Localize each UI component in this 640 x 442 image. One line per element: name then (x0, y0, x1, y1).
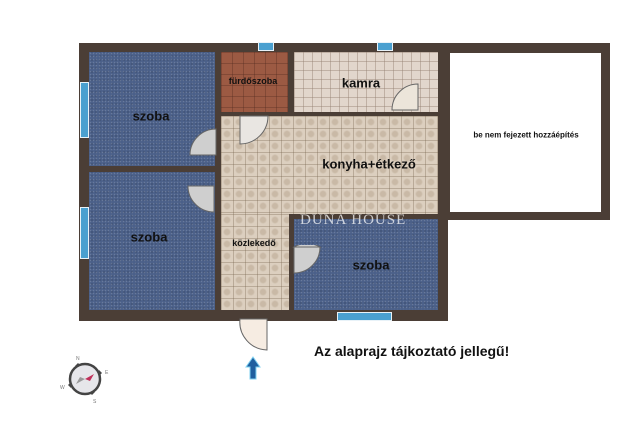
svg-text:N: N (76, 356, 80, 362)
room-kamra (294, 52, 438, 112)
window-top-bath (258, 42, 274, 51)
window-left-bottom (80, 207, 89, 259)
arrow-up-icon (245, 356, 261, 380)
label-szoba-bottom-right: szoba (352, 257, 390, 273)
compass-icon: N E S W (60, 356, 109, 405)
label-szoba-bottom-left: szoba (130, 229, 168, 245)
door-icon (239, 115, 269, 145)
label-kozlekedo: közlekedő (232, 238, 276, 248)
door-icon (292, 245, 322, 274)
door-icon (391, 83, 419, 111)
room-szoba-bottom-right (294, 219, 438, 310)
watermark-duna-house: DUNA HOUSE (300, 212, 407, 228)
label-annex: be nem fejezett hozzáépítés (473, 130, 579, 140)
label-szoba-top-left: szoba (132, 108, 170, 124)
room-annex (450, 53, 601, 212)
entrance-door-icon (239, 318, 268, 351)
window-top-kamra (377, 42, 393, 51)
label-furdoszoba: fürdőszoba (228, 76, 278, 86)
svg-text:E: E (105, 370, 109, 376)
disclaimer-text: Az alaprajz tájkoztató jellegű! (314, 343, 510, 359)
svg-text:S: S (93, 399, 97, 405)
svg-text:W: W (60, 385, 65, 391)
label-konyha-etkezo: konyha+étkező (322, 156, 416, 172)
door-icon (187, 185, 215, 213)
label-kamra: kamra (341, 75, 381, 91)
window-left-top (80, 82, 89, 138)
room-furdoszoba (221, 52, 288, 112)
room-kozlekedo (221, 214, 289, 310)
door-icon (189, 128, 217, 156)
window-bottom-right (337, 312, 392, 321)
